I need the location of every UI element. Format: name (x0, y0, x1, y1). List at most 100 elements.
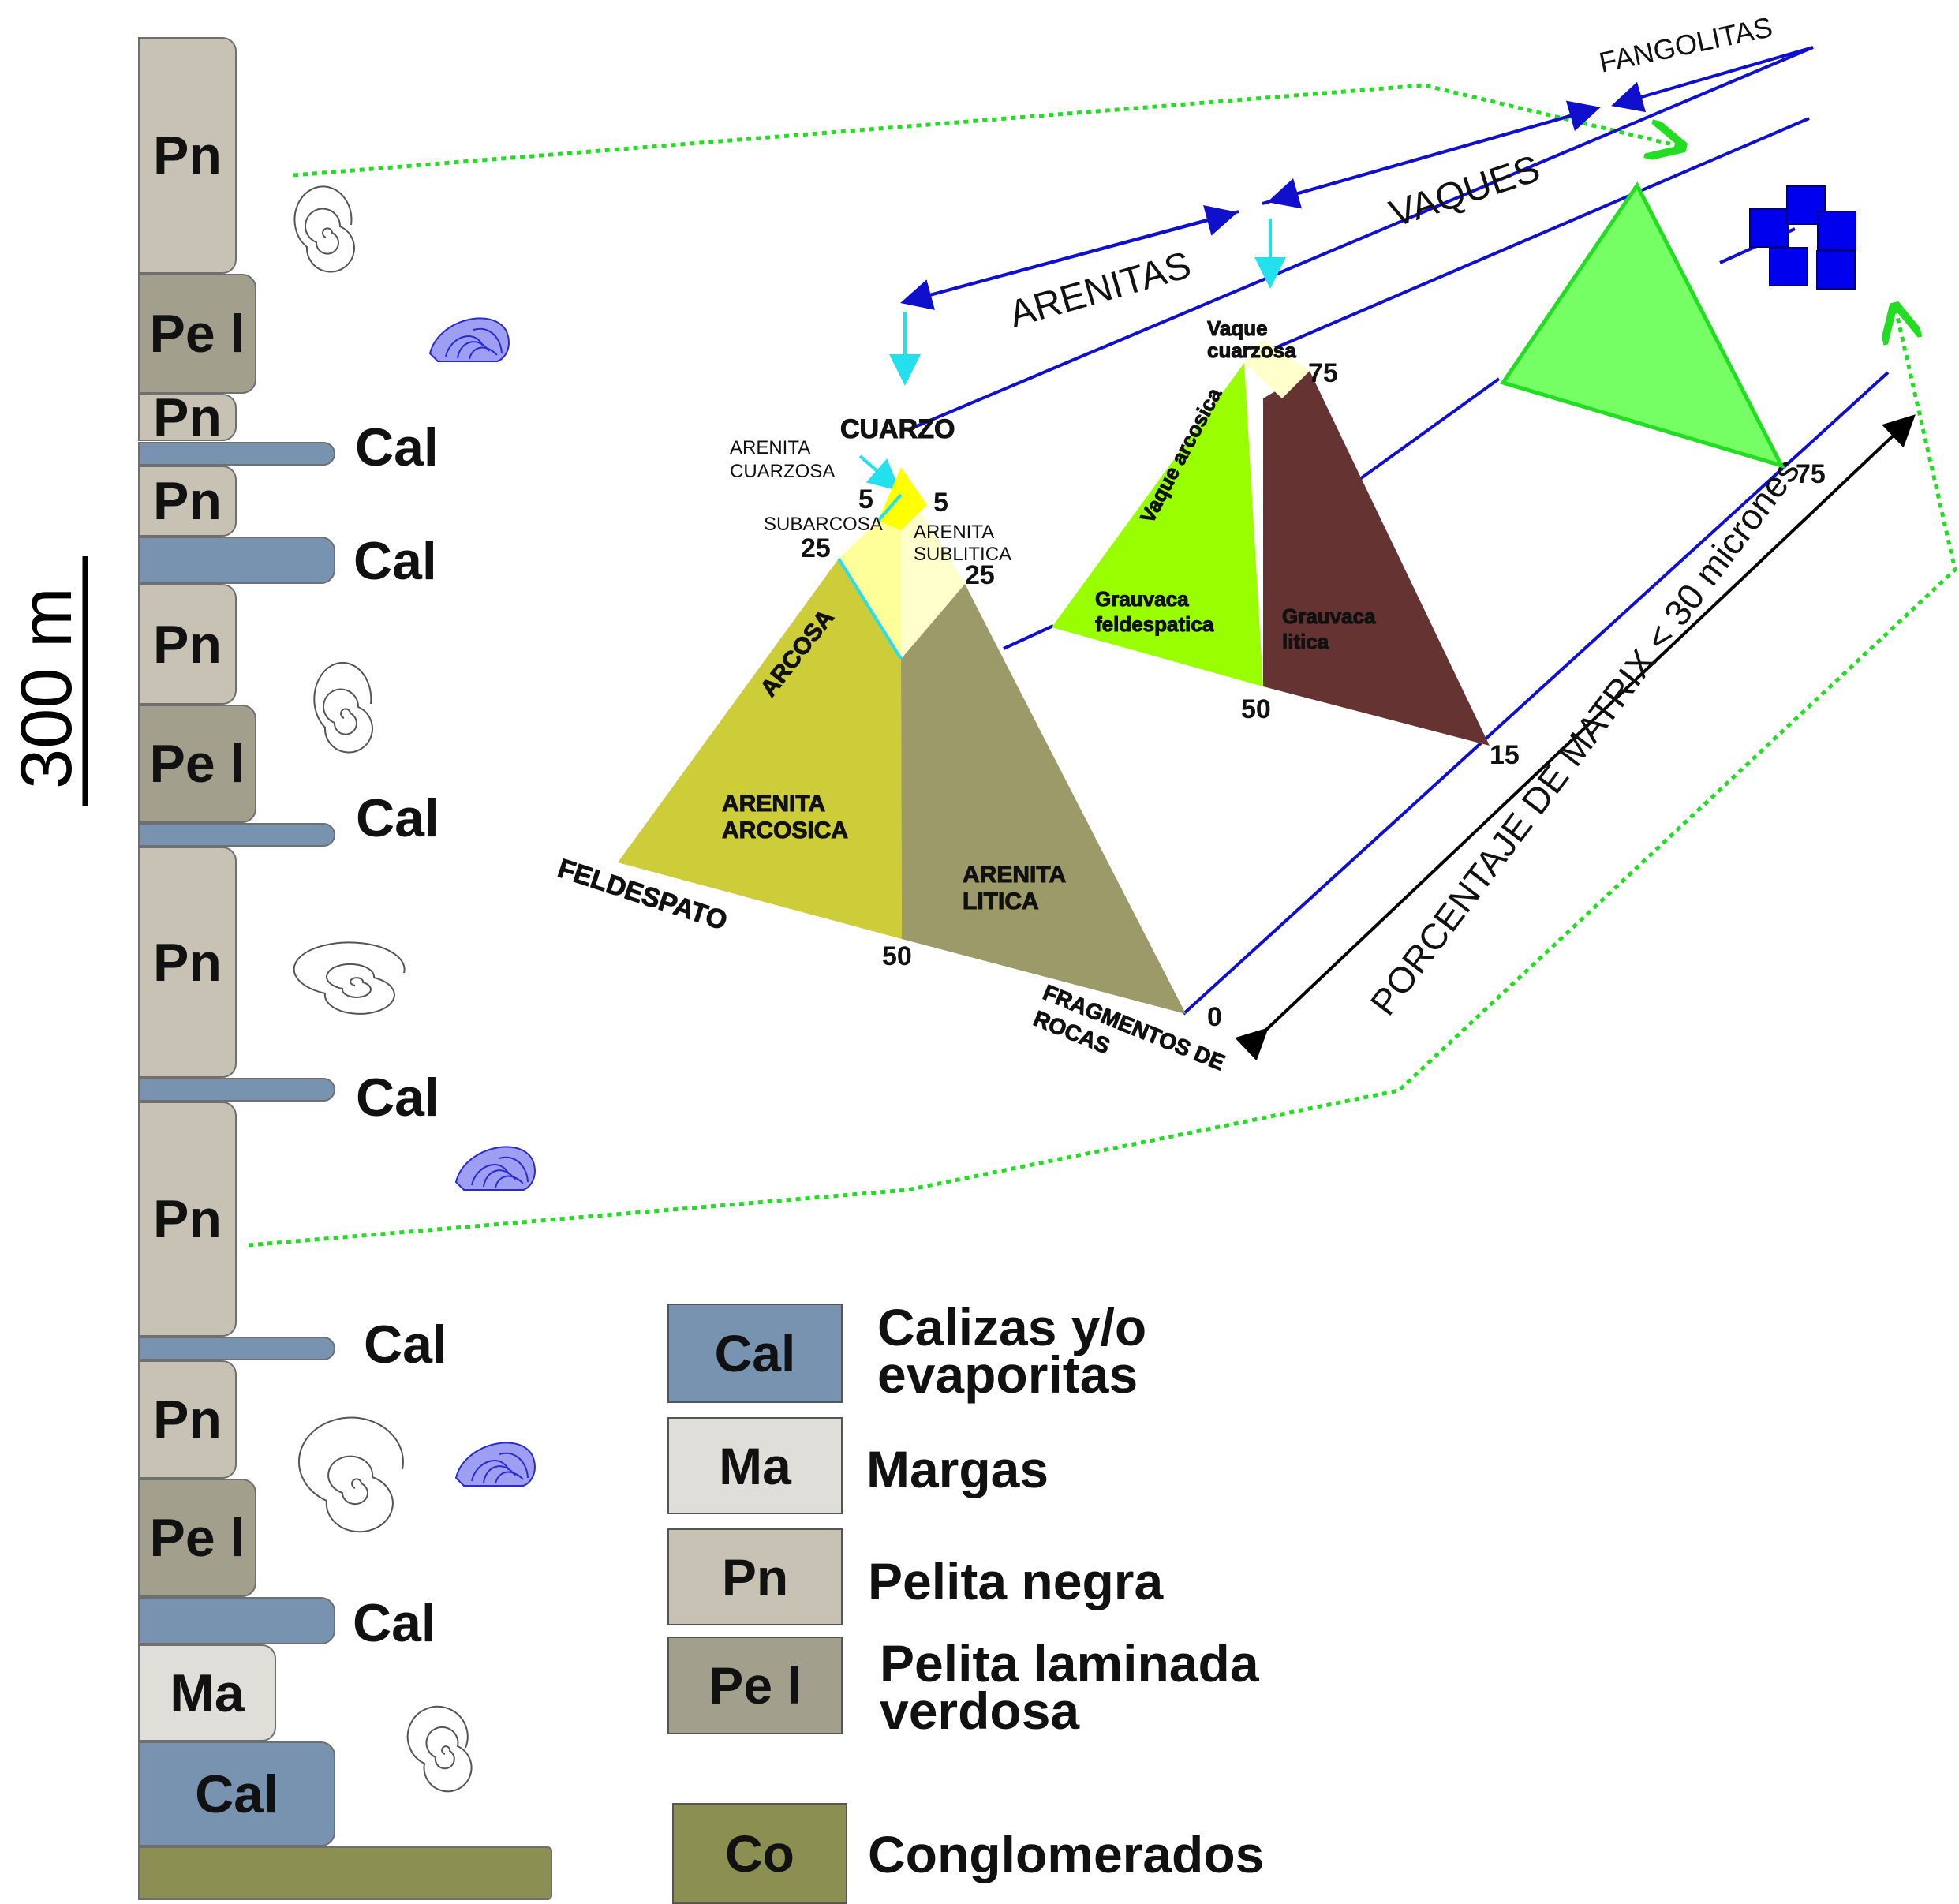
cal-label: Cal (353, 531, 437, 591)
legend-code: Ma (719, 1436, 791, 1495)
matrix-axis-label: PORCENTAJE DE MATRIX < 30 micrones (1362, 451, 1807, 1023)
bed-pn: Pn (138, 847, 237, 1078)
field-label: LITICA (963, 888, 1039, 915)
legend-label-line: Margas (866, 1440, 1049, 1498)
bed-code: Pn (153, 1390, 222, 1450)
legend-label-line: Calizas y/o (877, 1298, 1147, 1356)
legend-label-line: Conglomerados (868, 1825, 1265, 1883)
bed-pel: Pe l (138, 1479, 256, 1597)
field-label: SUBARCOSA (764, 514, 883, 535)
bed-pel: Pe l (138, 705, 256, 823)
legend-code: Pe l (708, 1656, 802, 1715)
value-label: 5 (858, 484, 873, 514)
arenitas-triangle (618, 467, 1186, 1014)
cal-label: Cal (355, 417, 439, 477)
field-vaque-cuarzosa (1244, 339, 1310, 398)
legend-label: Margas (866, 1440, 1049, 1498)
ammonite-icon (298, 1416, 404, 1533)
vaques-triangle (1052, 339, 1490, 746)
field-label: ARENITA (963, 862, 1066, 888)
field-label: ARENITA (914, 522, 994, 543)
bed-pel: Pe l (138, 274, 256, 394)
legend-label: Pelita negra (868, 1552, 1164, 1610)
bed-code: Pe l (149, 734, 245, 794)
bivalve-icon (454, 1146, 536, 1191)
cal-label: Cal (356, 788, 439, 848)
ammonite-icon (313, 661, 373, 754)
bed-pn: Pn (138, 1360, 237, 1479)
bed-cal (138, 442, 335, 466)
bed-code: Pe l (149, 1508, 245, 1568)
field-label: ARCOSICA (722, 817, 848, 844)
legend-label: Conglomerados (868, 1825, 1265, 1883)
legend-swatch: Cal (667, 1304, 843, 1403)
ammonite-icon (293, 941, 406, 1015)
field-label: Grauvaca (1282, 604, 1376, 628)
field-vaque-arcosica (1052, 363, 1263, 686)
field-arenita-litica (901, 584, 1186, 1014)
field-arenita-cuarzosa (878, 467, 927, 530)
bed-pn: Pn (138, 1102, 237, 1337)
bivalve-icon (454, 1442, 536, 1487)
bed-code: Pn (153, 932, 222, 993)
legend-code: Pn (721, 1547, 789, 1607)
legend-label-line: verdosa (880, 1681, 1080, 1740)
value-label: 0 (1207, 1002, 1222, 1032)
value-label: 25 (801, 533, 831, 563)
bivalve-icon (428, 317, 510, 362)
bed-pn: Pn (138, 466, 237, 537)
bed-code: Pn (153, 471, 222, 531)
value-label: 50 (1241, 694, 1271, 724)
field-label: ARENITA (730, 437, 810, 458)
bed-code: Pe l (149, 304, 245, 364)
arenitas-label: ARENITAS (1004, 244, 1195, 335)
green-dotted-link (293, 83, 1679, 178)
legend-label-line: Pelita negra (868, 1552, 1164, 1610)
field-label: Vaque (1207, 316, 1268, 340)
matrix-axis-arrow (1235, 414, 1916, 1061)
bed-cal (138, 823, 335, 847)
field-label: CUARZOSA (730, 461, 835, 482)
field-grauvaca-litica (1263, 371, 1490, 746)
bed-code: Ma (170, 1663, 245, 1723)
field-label: feldespatica (1095, 612, 1214, 636)
bed-cal (138, 537, 335, 584)
fangolitas-triangle (1500, 181, 1785, 469)
legend-code: Co (725, 1824, 794, 1883)
value-label: 15 (1490, 740, 1520, 770)
bed-cal: Cal (138, 1741, 335, 1846)
ammonite-icon (293, 185, 355, 273)
bed-pn: Pn (138, 584, 237, 705)
bed-code: Cal (195, 1764, 279, 1824)
legend-label-line: evaporitas (877, 1345, 1138, 1404)
legend-swatch: Ma (667, 1417, 843, 1514)
vaques-arrow (1267, 107, 1598, 209)
bed-code: Pn (153, 1189, 222, 1249)
field-subarcosa (839, 495, 901, 659)
bed-code: Pn (153, 387, 222, 447)
cal-label: Cal (364, 1315, 447, 1375)
field-label: SUBLITICA (914, 544, 1011, 565)
bed-cal (138, 1078, 335, 1102)
field-label: cuarzosa (1207, 339, 1296, 362)
field-label: Grauvaca (1095, 587, 1189, 611)
bed-pn: Pn (138, 387, 237, 447)
arenitas-arrow (903, 205, 1238, 304)
cuarzosa-boundary (877, 493, 903, 522)
value-label: 5 (933, 488, 948, 518)
blue-axis-line (907, 46, 1814, 432)
legend-code: Cal (714, 1324, 796, 1382)
value-label: 25 (965, 560, 995, 590)
cal-label: Cal (353, 1593, 436, 1653)
legend-swatch: Co (672, 1803, 847, 1904)
bed-cal (138, 1597, 335, 1644)
blue-axis-line (1262, 117, 1810, 355)
field-label: litica (1282, 630, 1329, 653)
blue-axis-line (1003, 624, 1054, 650)
field-arenita-arcosica (618, 559, 902, 939)
cuarzo-label: CUARZO (840, 414, 955, 444)
